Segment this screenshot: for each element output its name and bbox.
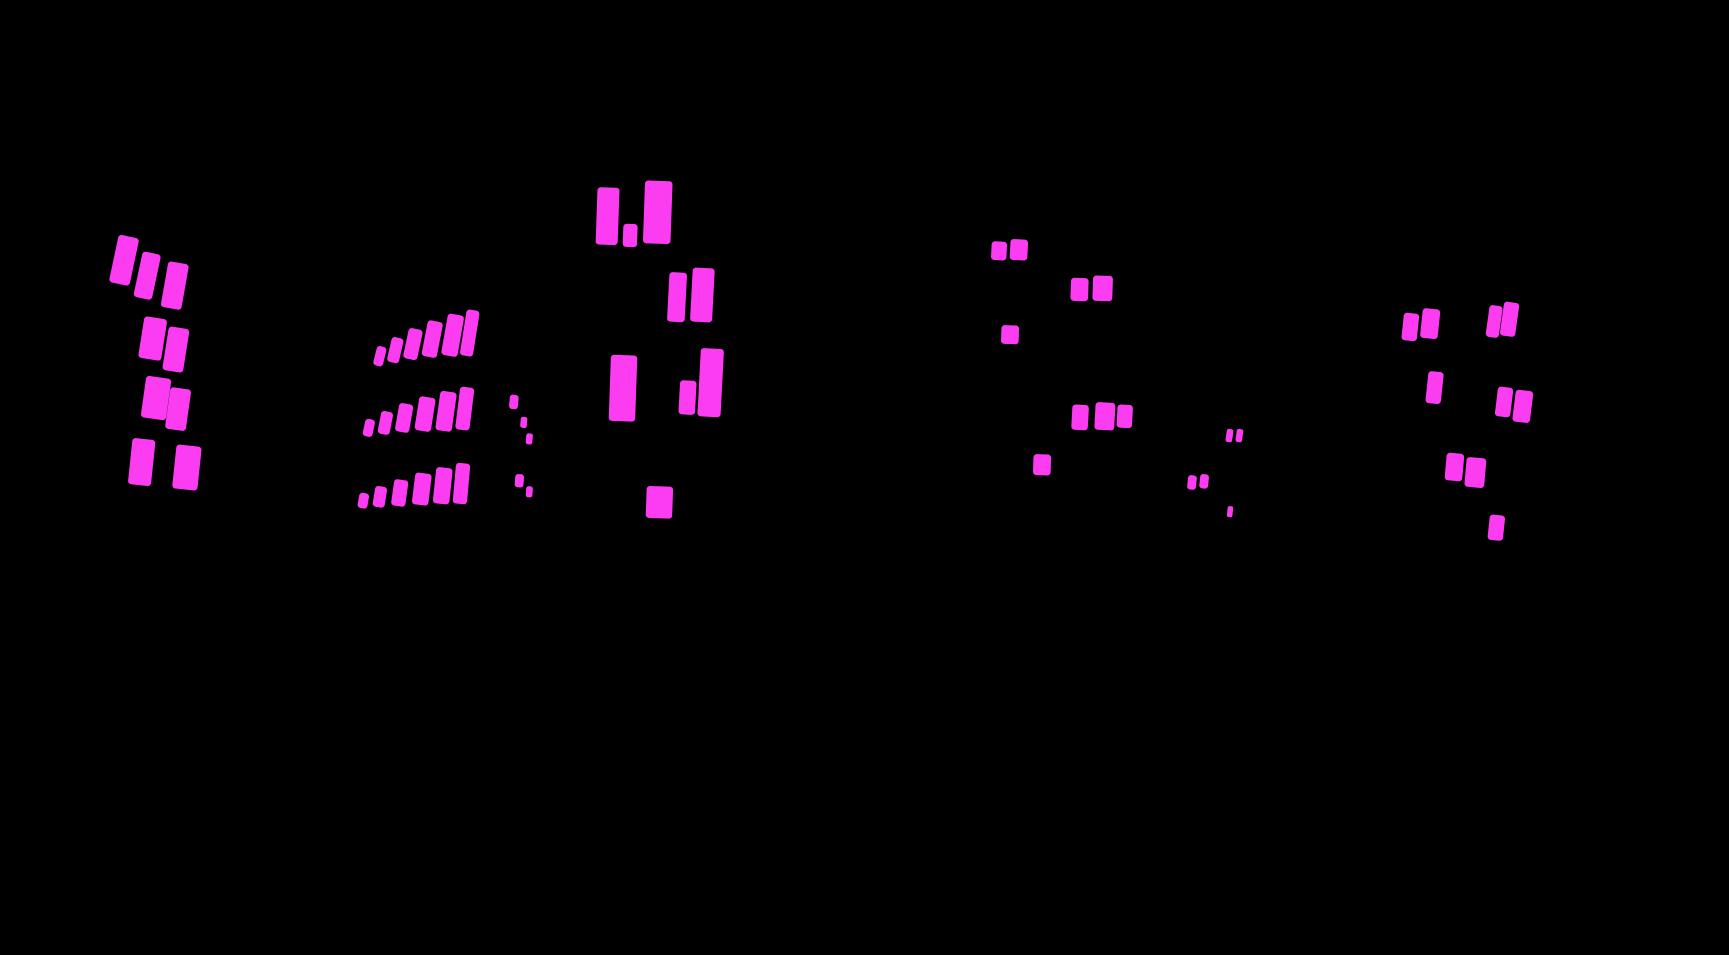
lit-window bbox=[1032, 454, 1052, 476]
lit-window bbox=[678, 380, 697, 415]
lit-window bbox=[357, 492, 370, 509]
lit-window bbox=[595, 187, 620, 246]
lit-window bbox=[391, 479, 409, 507]
lit-window bbox=[520, 416, 528, 428]
lit-window bbox=[140, 376, 172, 421]
lit-window bbox=[642, 180, 673, 245]
lit-window bbox=[645, 485, 674, 519]
lit-window bbox=[421, 320, 443, 358]
lit-window bbox=[362, 418, 375, 437]
lit-window bbox=[432, 467, 453, 505]
lit-window bbox=[1444, 452, 1465, 482]
lit-window bbox=[160, 261, 189, 310]
lit-window bbox=[133, 251, 161, 300]
lit-window bbox=[1401, 312, 1420, 342]
lit-window bbox=[1512, 389, 1534, 423]
lit-window bbox=[172, 444, 202, 491]
lit-window bbox=[514, 474, 525, 488]
building-perspective-fan bbox=[357, 309, 533, 509]
lit-window bbox=[1094, 402, 1116, 431]
lit-window bbox=[372, 485, 388, 508]
building-far-left-tilted bbox=[109, 234, 202, 491]
building-center-large-windows bbox=[595, 180, 724, 519]
lit-window bbox=[1499, 301, 1520, 337]
lit-window bbox=[608, 354, 638, 422]
lit-window bbox=[697, 348, 724, 418]
lit-window bbox=[525, 433, 533, 445]
lit-window bbox=[1464, 457, 1487, 488]
lit-window bbox=[1494, 386, 1514, 418]
lit-window bbox=[1226, 506, 1234, 518]
lit-window bbox=[1487, 514, 1506, 541]
lit-window bbox=[1116, 404, 1133, 429]
lit-window bbox=[509, 394, 519, 410]
lit-window bbox=[162, 326, 190, 373]
building-right-center-scattered bbox=[990, 239, 1133, 476]
lit-window bbox=[377, 410, 393, 435]
lit-window bbox=[1485, 305, 1503, 338]
lit-window bbox=[1235, 428, 1244, 443]
lit-window bbox=[690, 267, 715, 323]
lit-window bbox=[373, 346, 387, 367]
lit-window bbox=[1001, 325, 1020, 345]
lit-window bbox=[452, 462, 471, 505]
lit-window bbox=[138, 316, 167, 361]
lit-window bbox=[990, 241, 1008, 261]
lit-window bbox=[455, 386, 475, 431]
lit-window bbox=[403, 328, 423, 361]
lit-window bbox=[387, 337, 404, 364]
lit-window bbox=[441, 313, 464, 357]
building-far-right-tilted bbox=[1401, 301, 1534, 541]
lit-window bbox=[165, 387, 191, 431]
lit-window bbox=[395, 403, 414, 433]
lit-window bbox=[460, 309, 480, 357]
lit-window bbox=[1420, 308, 1441, 340]
lit-window bbox=[525, 486, 533, 498]
lit-window bbox=[1199, 474, 1209, 489]
lit-window bbox=[128, 438, 156, 486]
lit-window bbox=[1070, 277, 1089, 302]
lit-window bbox=[1187, 475, 1197, 490]
lit-window bbox=[1092, 275, 1113, 302]
lit-window bbox=[1225, 428, 1234, 443]
lit-window bbox=[1425, 371, 1444, 405]
lit-window bbox=[667, 272, 687, 323]
lit-window bbox=[622, 223, 638, 248]
building-tiny-distant bbox=[1187, 428, 1244, 518]
lit-window bbox=[435, 390, 457, 432]
lit-window bbox=[411, 472, 432, 506]
lit-window bbox=[1009, 239, 1029, 261]
lit-window bbox=[414, 396, 436, 432]
lit-window bbox=[1071, 404, 1089, 431]
lit-window bbox=[109, 234, 139, 286]
